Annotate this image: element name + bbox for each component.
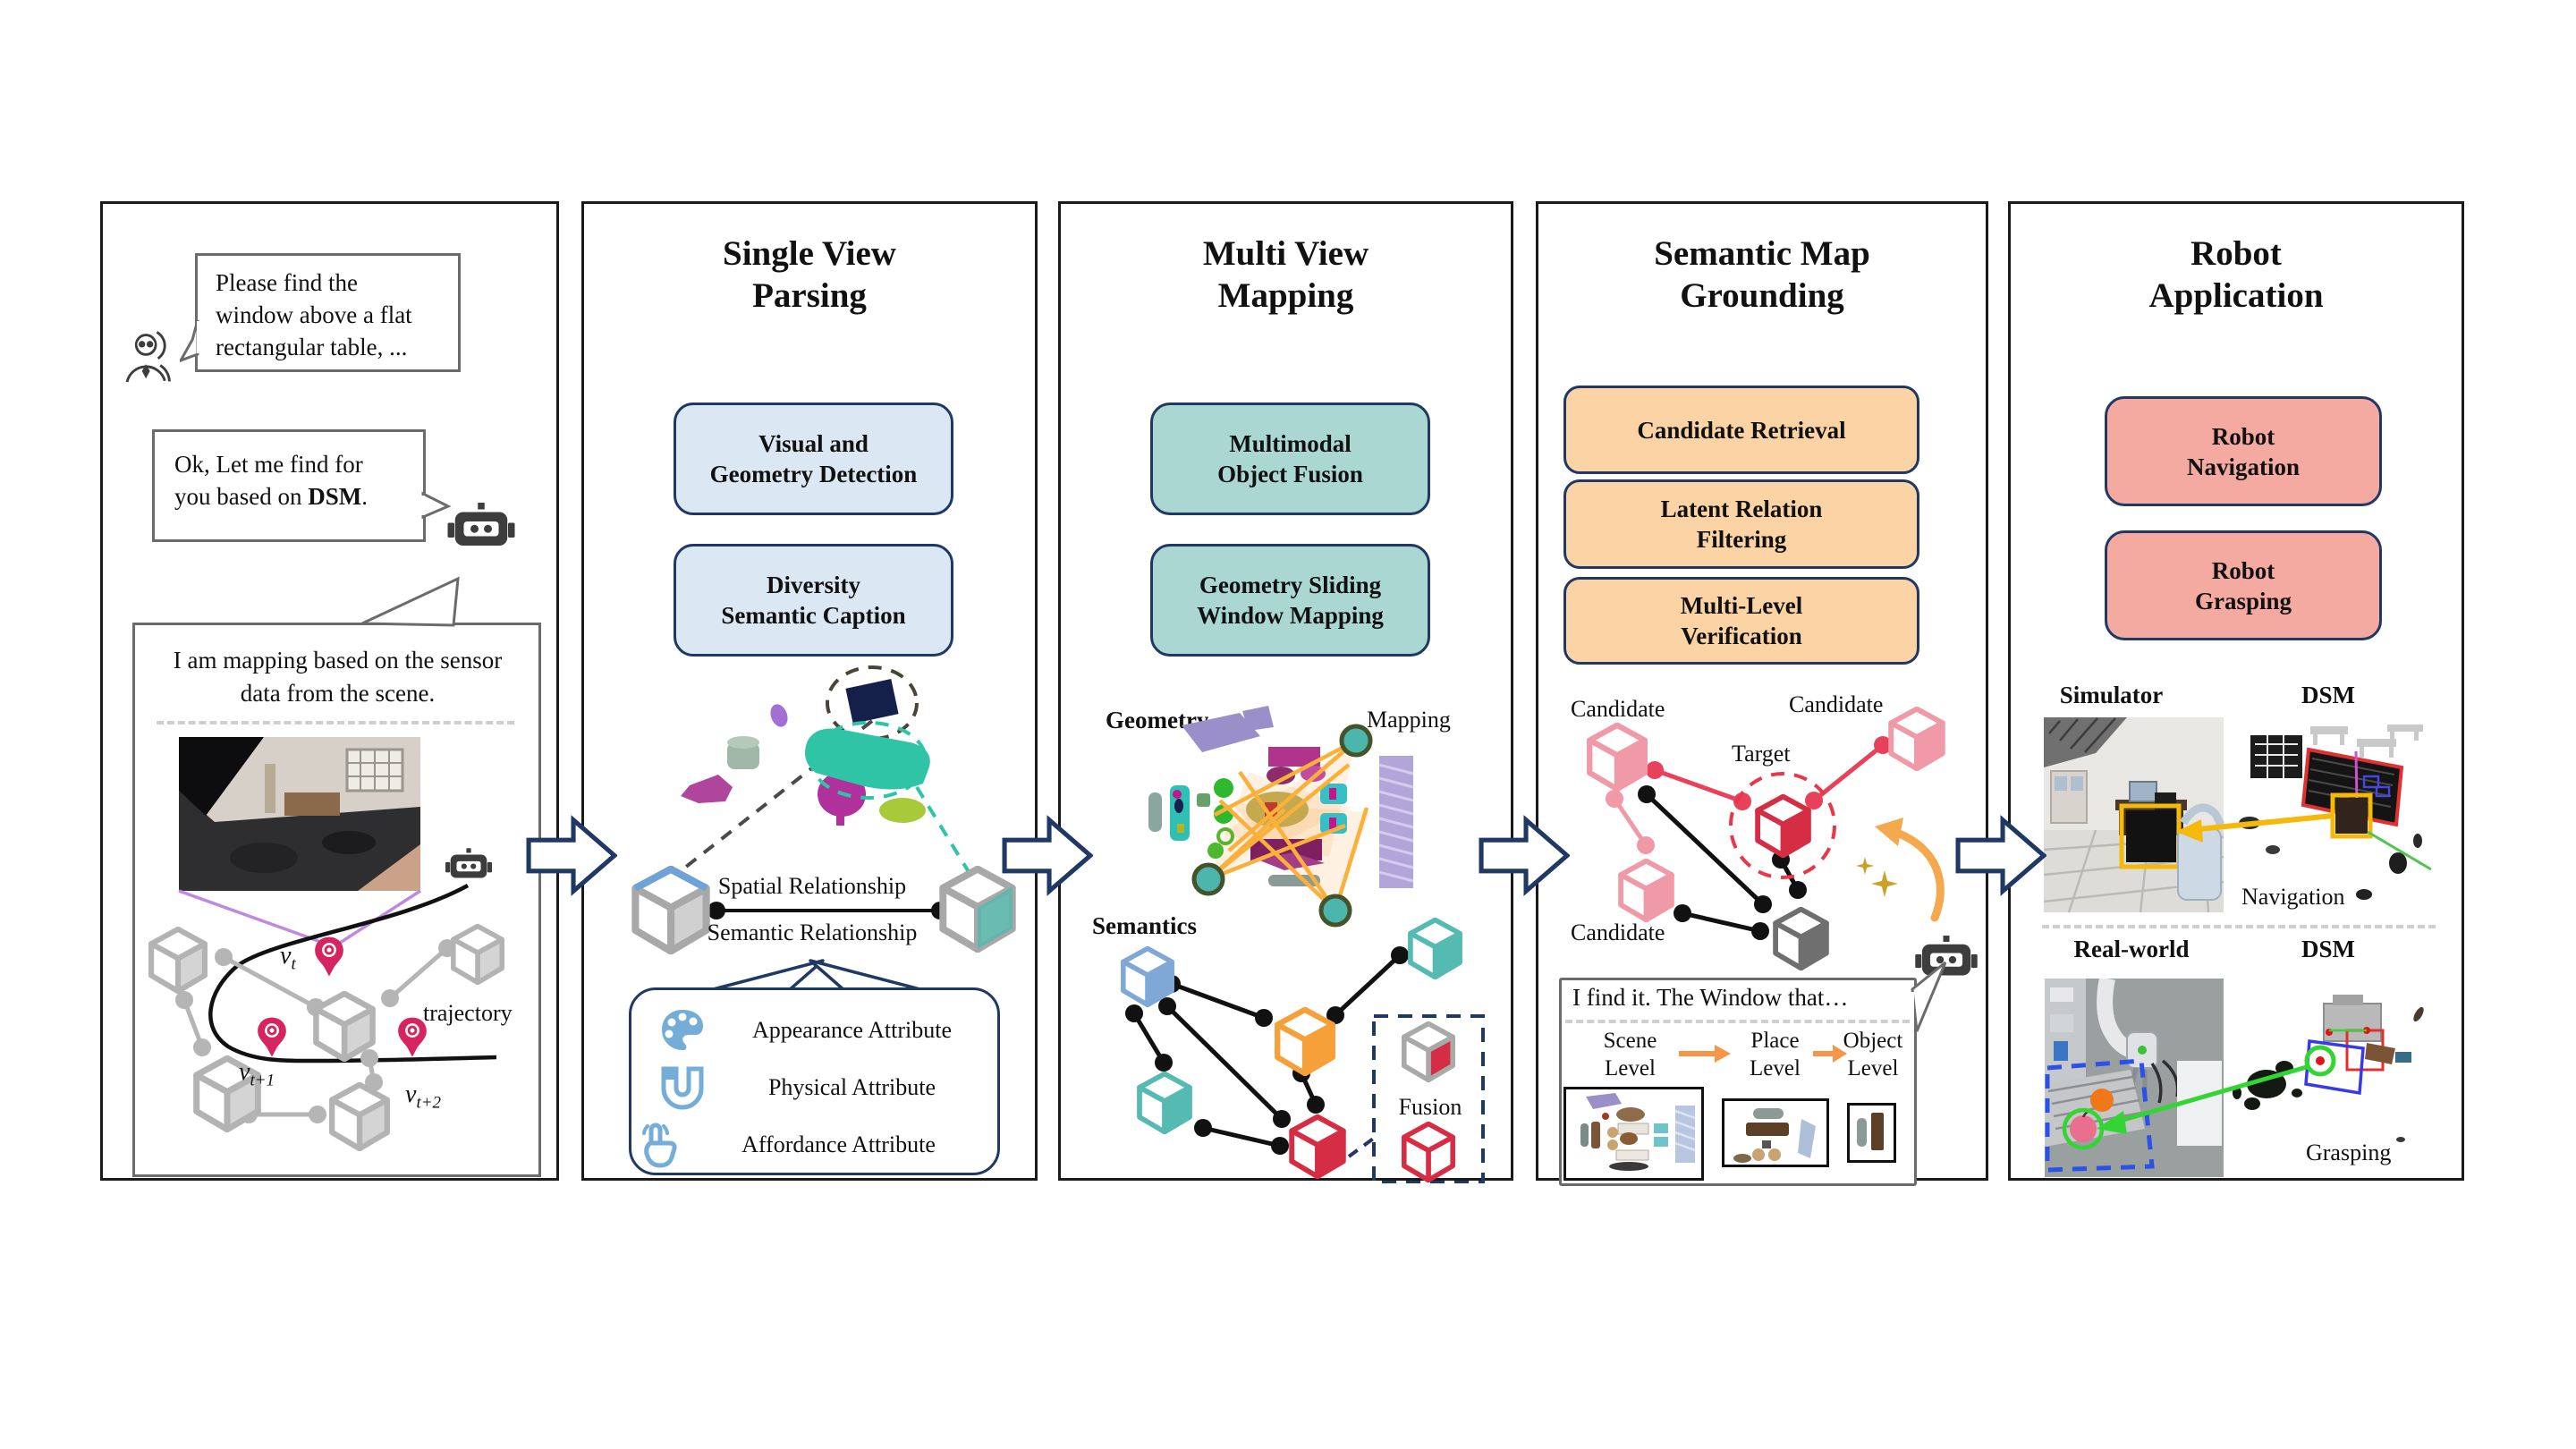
flow-arrow-3 — [1479, 809, 1570, 902]
magnet-icon — [661, 1066, 704, 1110]
pose-label-vt1: vt+1 — [239, 1058, 275, 1090]
trajectory-graphic — [103, 848, 562, 1183]
robot-icon — [447, 503, 515, 551]
level-arrow-1 — [1679, 1045, 1731, 1063]
robot-bubble-tail — [421, 491, 452, 520]
attribute-row-appearance: Appearance Attribute — [631, 1003, 997, 1058]
spatial-relationship-label: Spatial Relationship — [717, 873, 907, 899]
attribute-label: Physical Attribute — [767, 1074, 936, 1100]
robot-speech-text: Ok, Let me find for you based on DSM. — [174, 451, 368, 510]
tap-icon — [642, 1123, 677, 1168]
navigation-images — [2043, 716, 2431, 914]
pose-label-vt2: vt+2 — [405, 1080, 442, 1113]
attribute-bubble: Appearance Attribute Physical Attribute … — [629, 987, 1000, 1175]
flow-arrow-2 — [1002, 809, 1093, 902]
trajectory-robot-icon — [445, 848, 492, 878]
attribute-row-physical: Physical Attribute — [631, 1060, 997, 1115]
find-bubble-tail — [1911, 961, 1947, 1032]
simulator-label: Simulator — [2059, 682, 2164, 708]
target-label: Target — [1732, 741, 1791, 767]
grounding-graph — [1538, 687, 1978, 976]
palette-icon — [662, 1010, 703, 1050]
mapping-bubble-tail — [361, 576, 460, 627]
mapping-divider — [157, 721, 514, 724]
fusion-label: Fusion — [1398, 1094, 1462, 1120]
pose-label-vt: vt — [280, 942, 296, 974]
trajectory-label: trajectory — [423, 1000, 513, 1026]
pin-vt — [313, 936, 345, 979]
semantic-relationship-label: Semantic Relationship — [707, 919, 918, 945]
candidate-label-topright: Candidate — [1789, 691, 1884, 717]
semantics-graph — [1061, 911, 1485, 1183]
user-speech-text: Please find the window above a flat rect… — [216, 269, 412, 360]
dsm-label-1: DSM — [2301, 682, 2355, 708]
flow-arrow-4 — [1955, 809, 2046, 902]
candidate-label-bottomleft: Candidate — [1571, 919, 1665, 945]
real-world-label: Real-world — [2073, 936, 2190, 962]
object-level-thumbnail — [1847, 1103, 1896, 1163]
grasping-caption: Grasping — [2306, 1140, 2392, 1165]
user-bubble-tail — [180, 319, 199, 362]
application-divider — [2042, 925, 2436, 928]
box-candidate-retrieval: Candidate Retrieval — [1563, 386, 1919, 474]
level-arrow-2 — [1813, 1045, 1847, 1063]
find-text: I find it. The Window that… — [1572, 984, 1849, 1011]
candidate-label-topleft: Candidate — [1571, 696, 1665, 722]
user-icon — [121, 323, 178, 387]
mapping-label: Mapping — [1367, 707, 1451, 733]
attribute-row-affordance: Affordance Attribute — [631, 1117, 997, 1173]
dsm-label-2: DSM — [2301, 936, 2355, 962]
pin-vt1 — [256, 1016, 288, 1059]
panel-dialogue: Please find the window above a flat rect… — [100, 201, 559, 1181]
attribute-label: Appearance Attribute — [751, 1017, 953, 1043]
semantics-label: Semantics — [1092, 912, 1197, 939]
geometry-mapping-scene — [1148, 706, 1414, 928]
flow-arrow-1 — [526, 809, 617, 902]
scene-level-thumbnail — [1563, 1087, 1704, 1181]
grasping-images — [2045, 979, 2431, 1177]
attribute-label: Affordance Attribute — [741, 1131, 936, 1157]
navigation-caption: Navigation — [2241, 884, 2345, 910]
find-divider — [1565, 1020, 1910, 1023]
single-view-graphic — [584, 665, 1040, 982]
sensor-image — [179, 737, 420, 891]
robot-speech-bubble: Ok, Let me find for you based on DSM. — [152, 429, 426, 542]
place-level-thumbnail — [1722, 1098, 1829, 1167]
mapping-text: I am mapping based on the sensor data fr… — [173, 647, 503, 707]
user-speech-bubble: Please find the window above a flat rect… — [195, 253, 461, 372]
